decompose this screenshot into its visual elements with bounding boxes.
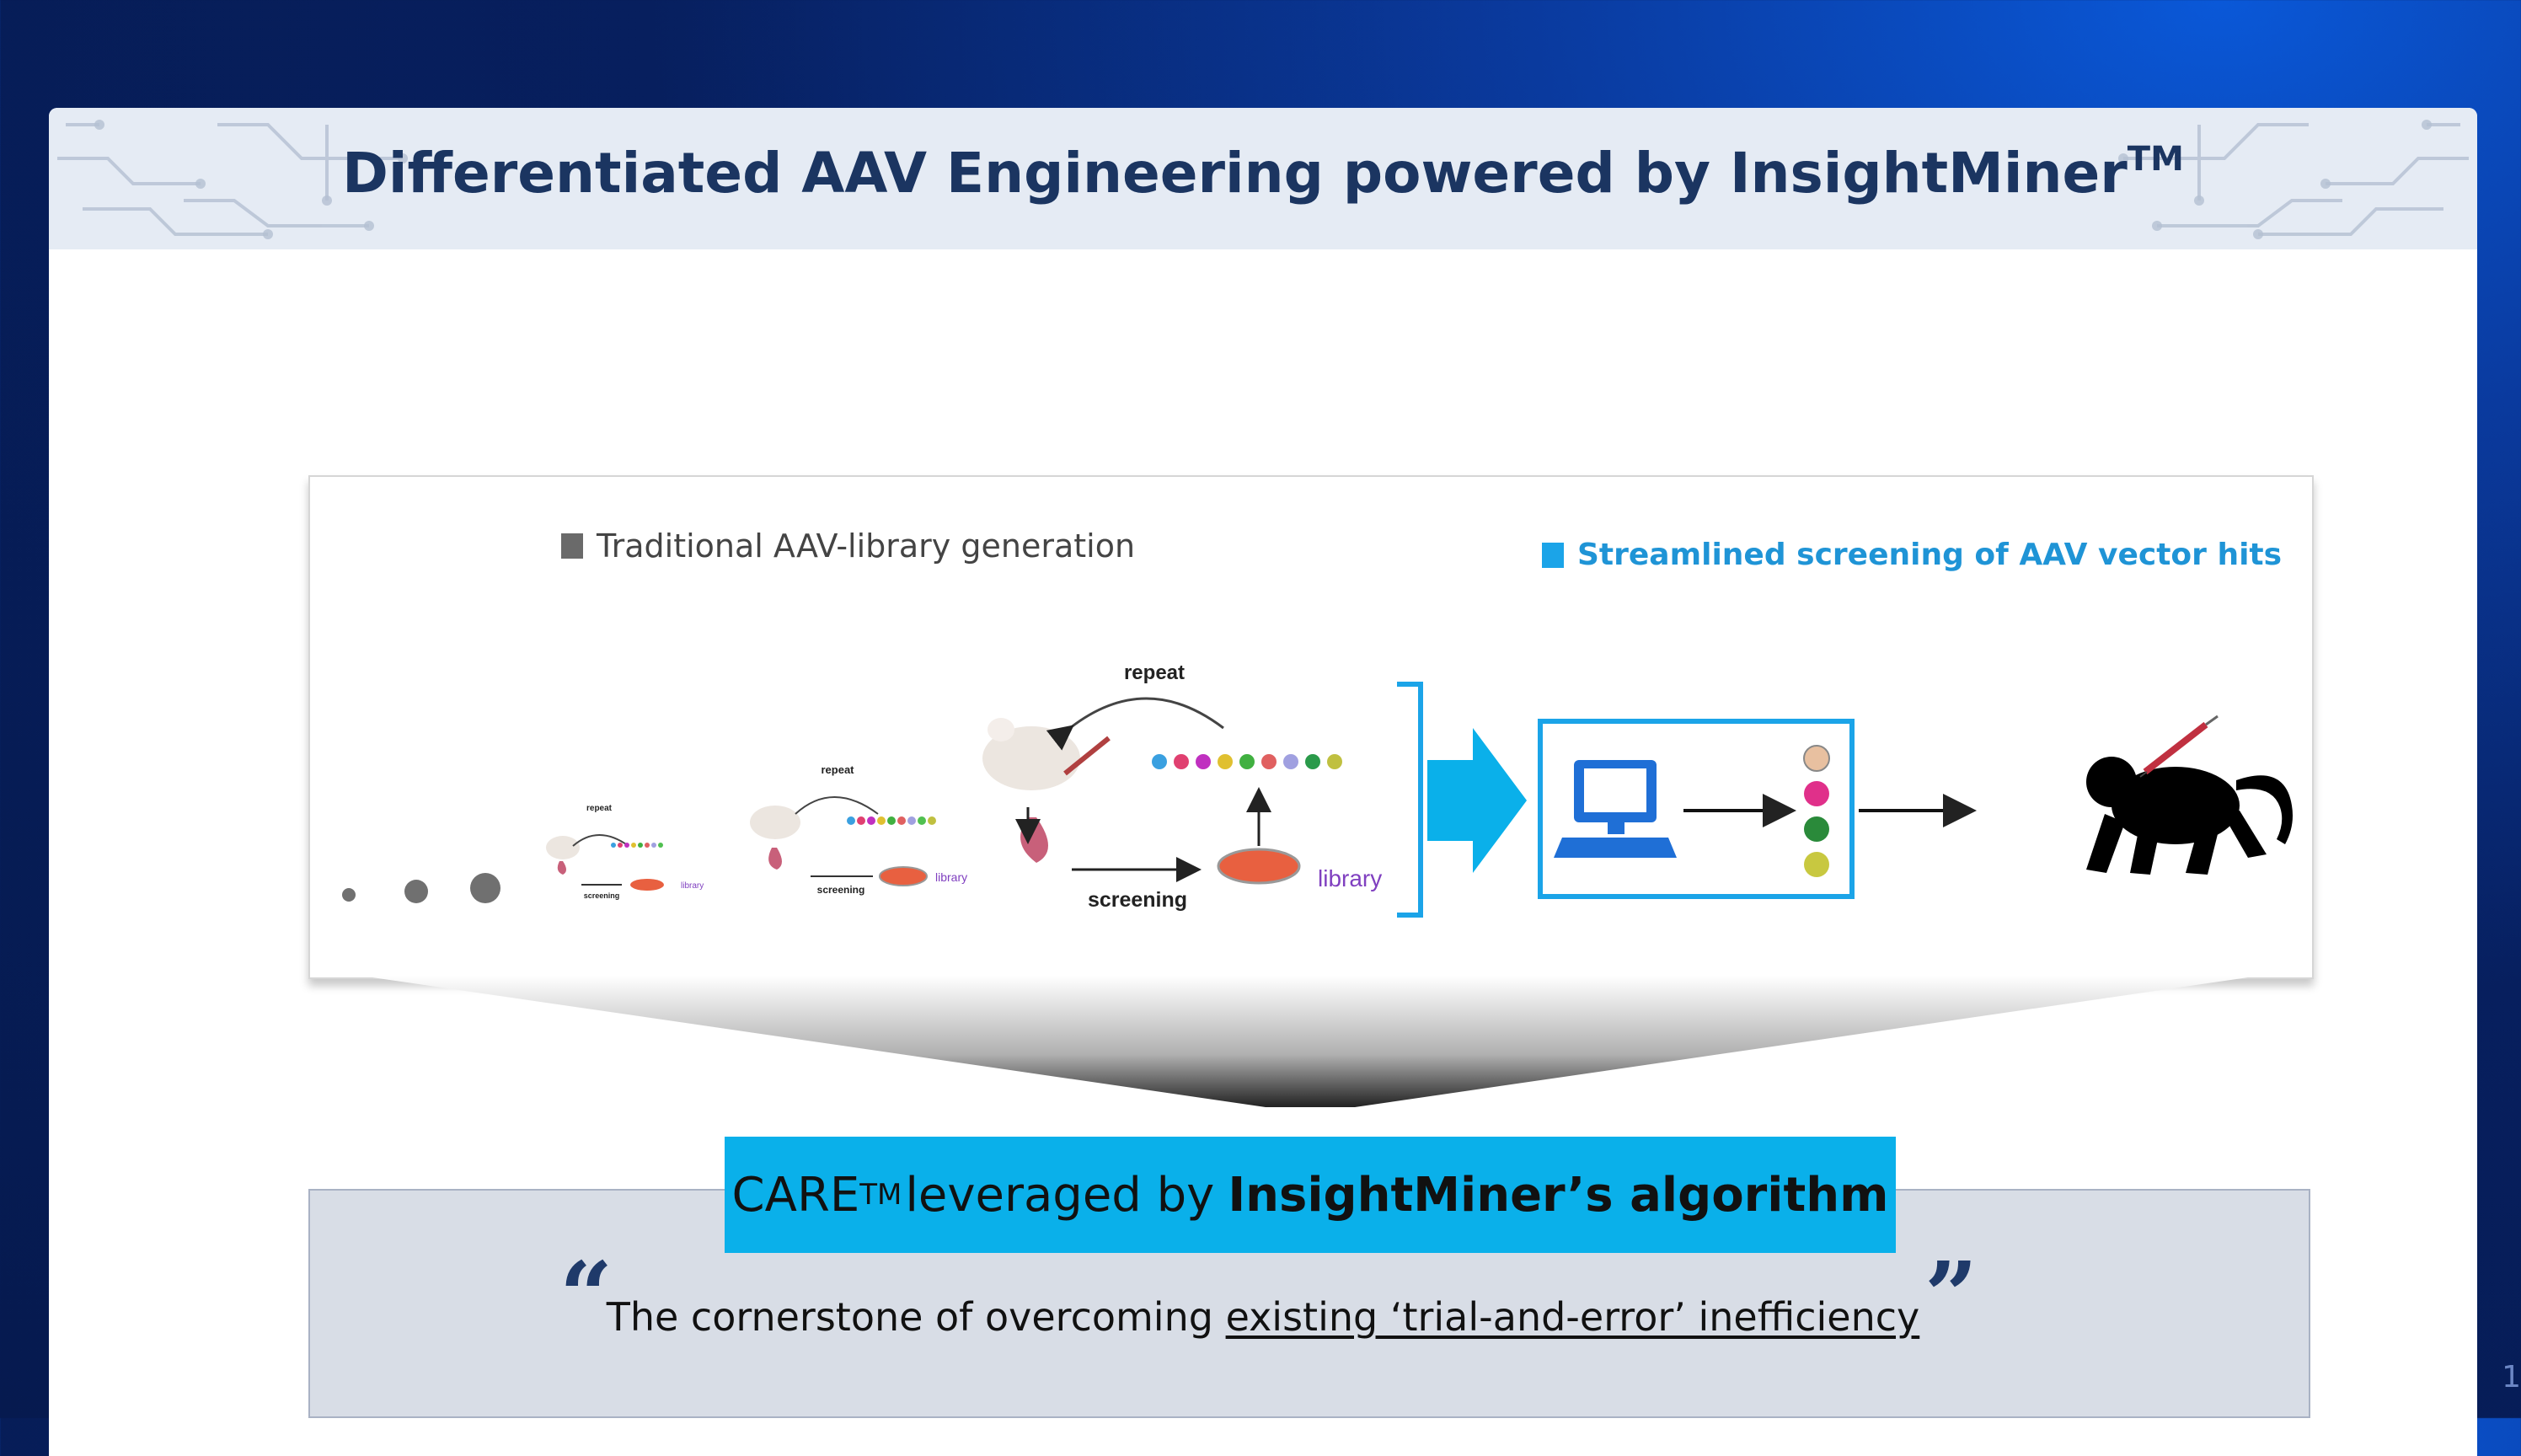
circuit-decoration-left [57,120,408,239]
workflow-diagram: repeat screening library repeat screenin… [342,661,2293,918]
monkey-silhouette-icon [2086,757,2293,875]
header-band: Differentiated AAV Engineering powered b… [49,108,2477,249]
cycle-large-library-label: library [1318,865,1382,891]
dot-large [470,873,500,903]
cycle-medium-capsids [847,816,936,825]
legend-square-blue [1542,542,1564,568]
bracket [1397,682,1423,918]
cycle-small: repeat screening library [546,804,704,900]
syringe-icon [2139,715,2219,778]
slide: Differentiated AAV Engineering powered b… [49,108,2477,1456]
computer-box [1538,719,1855,899]
cycle-large-capsids [1152,754,1342,769]
cycle-large-repeat-label: repeat [1124,661,1185,684]
workflow-panel: Traditional AAV-library generation Strea… [308,475,2314,979]
cycle-medium-repeat-label: repeat [821,763,854,776]
big-arrow [1427,728,1527,873]
cycle-small-screening-label: screening [584,891,620,900]
legend-streamlined: Streamlined screening of AAV vector hits [1542,538,2282,572]
legend-square-gray [561,533,583,559]
open-quote-icon: “ [559,1241,613,1350]
close-quote-icon: ” [1924,1241,1978,1350]
cycle-medium: repeat screening library [750,763,967,896]
statement-text: The cornerstone of overcoming existing ‘… [606,1294,1920,1340]
cycle-small-capsids [611,843,663,848]
cycle-large-screening-label: screening [1088,888,1187,912]
cycle-small-repeat-label: repeat [586,804,613,813]
cycle-medium-screening-label: screening [817,884,865,896]
statement-emphasis: existing ‘trial-and-error’ inefficiency [1225,1294,1920,1340]
computer-icon [1554,760,1677,858]
cycle-large: repeat screening library [982,661,1382,912]
dot-small [342,888,356,902]
funnel-shadow [361,976,2260,1107]
dot-medium [404,880,428,903]
circuit-decoration-right [2118,120,2469,239]
page-title: Differentiated AAV Engineering powered b… [342,140,2184,206]
legend-traditional: Traditional AAV-library generation [561,527,1135,565]
cycle-small-library-label: library [681,881,704,891]
cycle-medium-library-label: library [935,870,967,884]
page-number: 1 [2502,1360,2521,1394]
capsid-stack-icon [1803,745,1830,877]
